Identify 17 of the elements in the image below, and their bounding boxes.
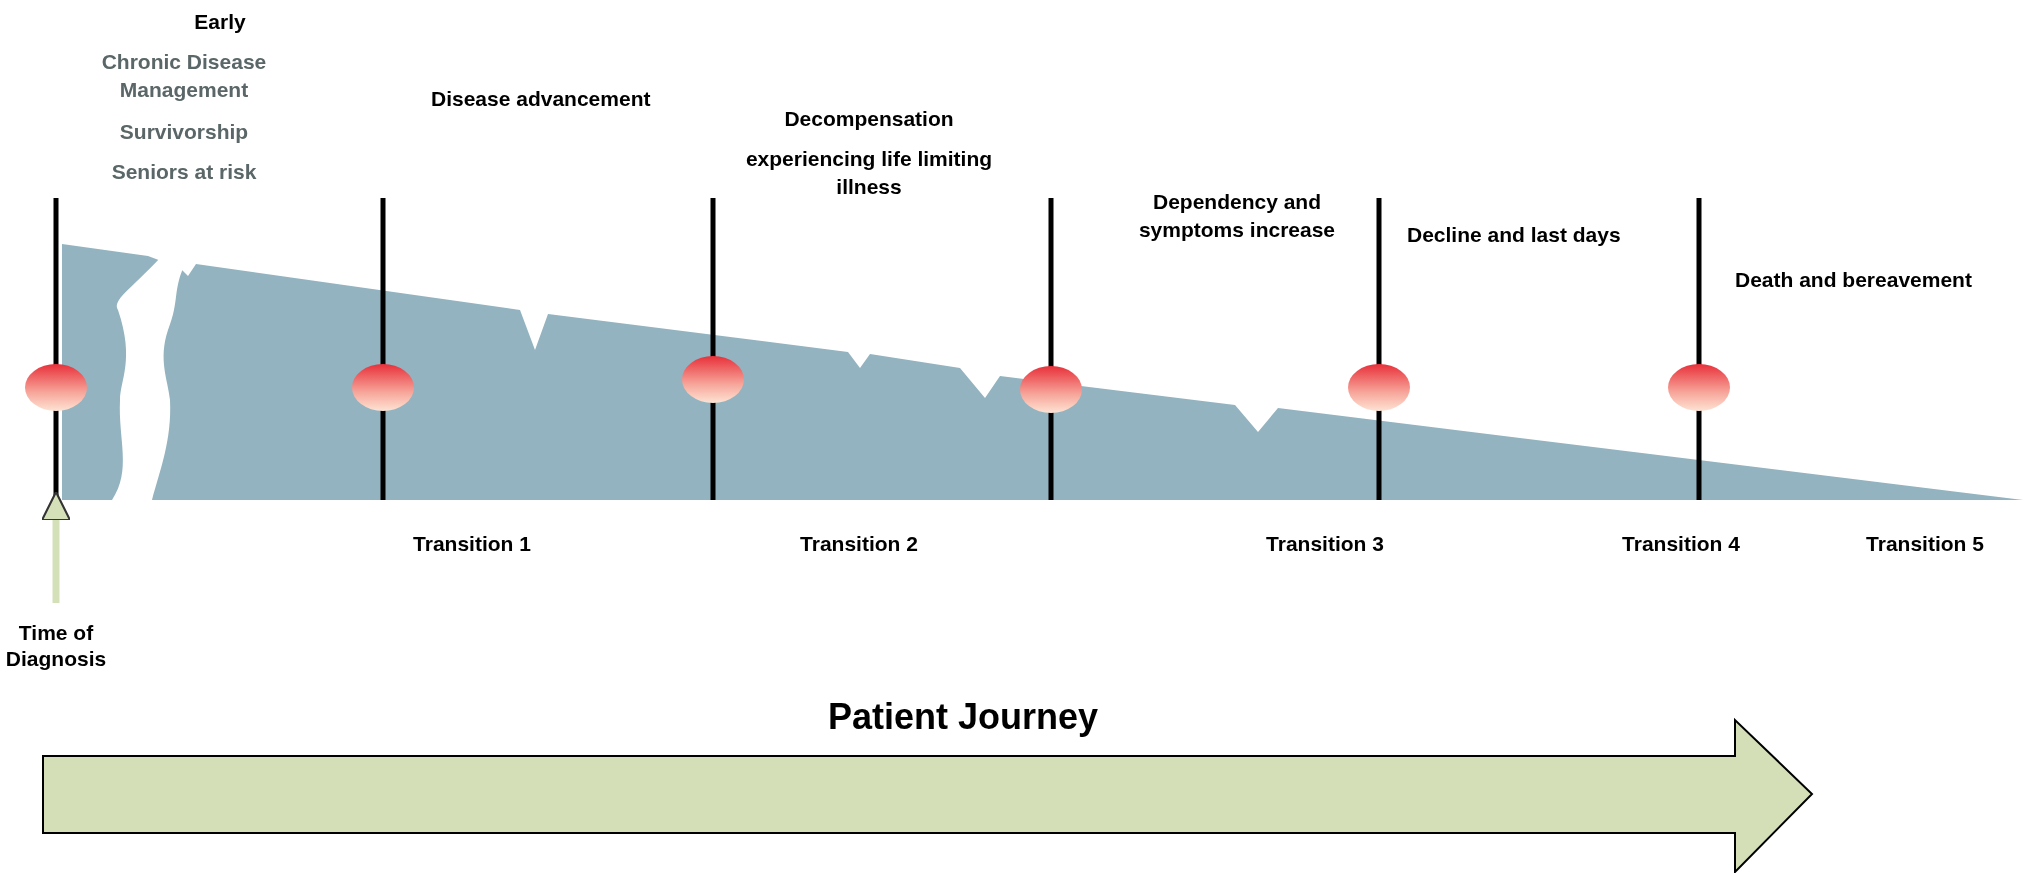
phase-label: Dependency and symptoms increase (1137, 189, 1337, 243)
phase-label: Decompensation (783, 106, 955, 132)
phase-label: experiencing life limiting illness (744, 146, 994, 200)
phase-item: Survivorship (118, 119, 250, 145)
phase-heading: Early (193, 9, 247, 35)
transition-label: Transition 1 (412, 531, 532, 557)
transition-label: Transition 2 (799, 531, 919, 557)
phase-label: Decline and last days (1407, 222, 1621, 248)
phase-item: Chronic Disease Management (100, 49, 268, 103)
transition-label: Transition 5 (1865, 531, 1985, 557)
transition-label: Transition 4 (1621, 531, 1741, 557)
transition-label: Transition 3 (1265, 531, 1385, 557)
phase-item: Seniors at risk (110, 159, 258, 185)
title-text: Patient Journey (826, 695, 1100, 739)
phase-label: Disease advancement (431, 86, 651, 112)
diagnosis-label: Time of Diagnosis (0, 620, 112, 672)
phase-label: Death and bereavement (1735, 267, 1972, 293)
